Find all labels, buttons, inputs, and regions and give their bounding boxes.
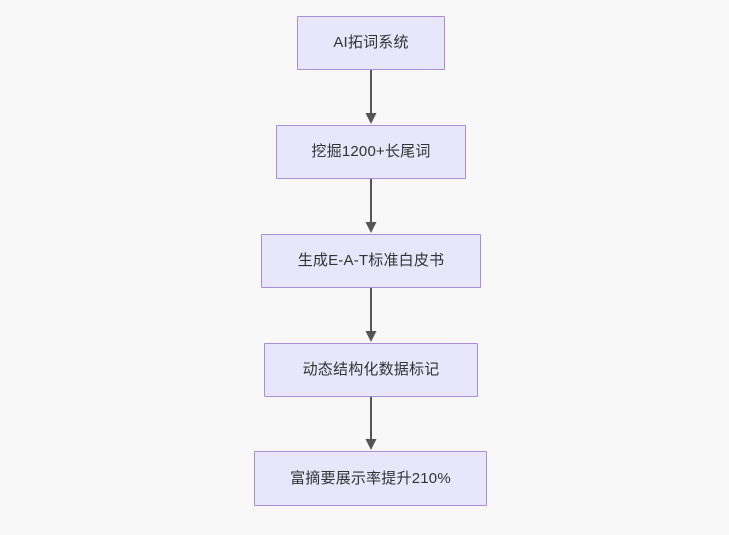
node-label: AI拓词系统 bbox=[333, 34, 409, 51]
flowchart-node-mine-longtail-keywords[interactable]: 挖掘1200+长尾词 bbox=[276, 125, 466, 179]
edge-n3-n4 bbox=[361, 288, 381, 343]
flowchart-node-ai-keyword-system[interactable]: AI拓词系统 bbox=[297, 16, 445, 70]
flowchart-node-rich-snippet-rate-increase[interactable]: 富摘要展示率提升210% bbox=[254, 451, 487, 506]
edge-n2-n3 bbox=[361, 179, 381, 234]
node-label: 富摘要展示率提升210% bbox=[290, 469, 451, 487]
node-label: 挖掘1200+长尾词 bbox=[311, 143, 431, 160]
edge-n1-n2 bbox=[361, 70, 381, 125]
flowchart-node-dynamic-structured-data-markup[interactable]: 动态结构化数据标记 bbox=[264, 343, 478, 397]
node-label: 生成E-A-T标准白皮书 bbox=[297, 252, 445, 269]
node-label: 动态结构化数据标记 bbox=[302, 361, 440, 378]
edge-n4-n5 bbox=[361, 397, 381, 451]
flowchart-node-generate-eat-whitepaper[interactable]: 生成E-A-T标准白皮书 bbox=[261, 234, 481, 288]
